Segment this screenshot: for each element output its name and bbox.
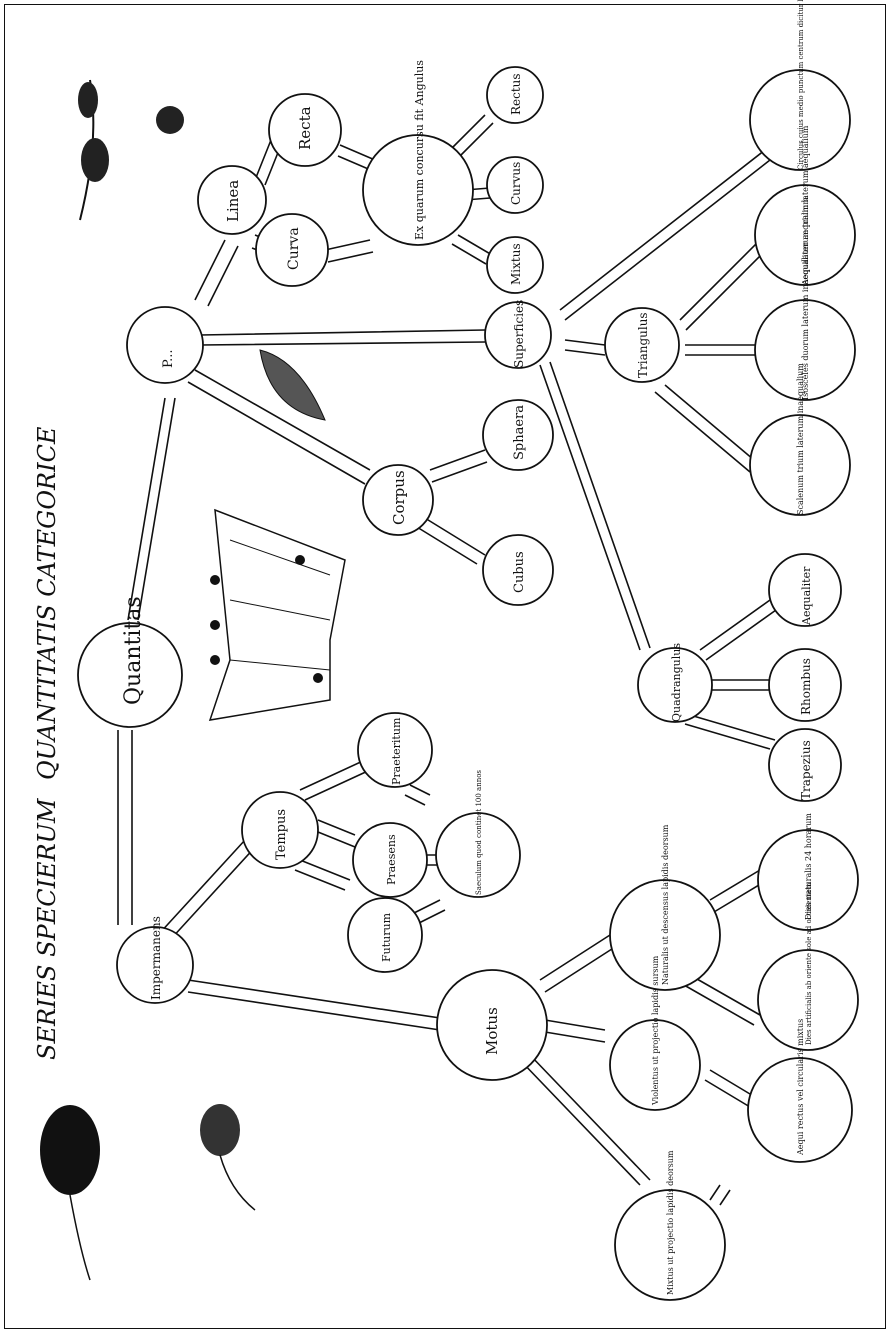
connectors <box>117 114 777 1206</box>
label-rhombus: Rhombus <box>799 658 813 715</box>
label-corpus: Corpus <box>390 470 408 525</box>
node-superficies <box>484 301 552 369</box>
label-aequi: Aequi rectus vel circularis mixtus <box>796 1019 805 1156</box>
crown-icon <box>208 508 346 721</box>
label-praesens: Praesens <box>385 834 398 885</box>
label-impermanens: Impermanens <box>149 916 163 1000</box>
node-dies-naturalis <box>757 829 859 931</box>
label-sphaera: Sphaera <box>512 405 527 460</box>
node-triangulus <box>604 307 680 383</box>
label-permanens: P... <box>161 349 176 368</box>
label-superficies: Superficies <box>512 300 526 368</box>
decorations <box>40 79 346 1281</box>
nodes <box>77 66 859 1301</box>
node-isosceles <box>754 299 856 401</box>
label-isosceles: Isosceles duorum laterum inaequalium aeq… <box>801 197 810 400</box>
node-motus <box>436 969 548 1081</box>
label-linea: Linea <box>224 180 242 222</box>
label-aequaliter: Aequaliter <box>800 566 813 626</box>
node-mixtus-motus <box>614 1189 726 1301</box>
label-curvus: Curvus <box>509 162 523 205</box>
node-corpus <box>362 464 434 536</box>
node-naturalis <box>609 879 721 991</box>
node-rectus <box>486 66 544 124</box>
label-scalenum: Scalenum trium laterum inaequalium <box>796 363 805 515</box>
label-rectus: Rectus <box>509 73 523 115</box>
node-praeteritum <box>357 712 433 788</box>
node-ex-quarum <box>362 134 474 246</box>
node-cubus <box>482 534 554 606</box>
node-quadrangulus <box>637 647 713 723</box>
label-motus: Motus <box>483 1007 501 1055</box>
label-ex-quarum: Ex quarum concursu fit Angulus <box>413 60 426 240</box>
node-saeculum <box>435 812 521 898</box>
label-cubus: Cubus <box>512 551 527 593</box>
node-aequaliter <box>768 553 842 627</box>
node-quantitas <box>77 622 183 728</box>
title-part2: QUANTITATIS CATEGORICE <box>33 426 61 780</box>
node-dies-artificialis <box>757 949 859 1051</box>
node-rhombus <box>768 648 842 722</box>
fan-icon <box>259 349 326 421</box>
node-aequilaterum <box>754 184 856 286</box>
node-permanens <box>126 306 204 384</box>
node-futurum <box>347 897 423 973</box>
labels: Quantitas P... Impermanens Linea Recta C… <box>121 0 813 1295</box>
node-tempus <box>241 791 319 869</box>
label-quantitas: Quantitas <box>121 596 146 705</box>
label-tempus: Tempus <box>274 809 289 860</box>
label-dies-naturalis: Dies naturalis 24 horarum <box>804 813 813 920</box>
node-circulus <box>749 69 851 171</box>
node-praesens <box>352 822 428 898</box>
label-recta: Recta <box>296 106 314 150</box>
node-violentus <box>609 1019 701 1111</box>
label-mixtus-motus: Mixtus ut projectio lapidis deorsum <box>666 1150 675 1295</box>
label-saeculum: Saeculum quod continet 100 annos <box>475 770 483 895</box>
thistle-icon <box>40 1105 100 1195</box>
title-part1: SERIES SPECIERUM <box>33 797 61 1060</box>
label-circulus: Circulus cuius medio punctum centrum dic… <box>797 0 805 170</box>
label-dies-artificialis: Dies artificialis ab oriente sole ad occ… <box>805 882 813 1045</box>
flower-icon <box>156 106 184 134</box>
label-triangulus: Triangulus <box>636 312 650 378</box>
node-curvus <box>486 156 544 214</box>
node-scalenum <box>749 414 851 516</box>
label-quadrangulus: Quadrangulus <box>670 643 683 722</box>
node-recta <box>268 93 342 167</box>
label-mixtus-angulus: Mixtus <box>509 243 523 285</box>
pansy-icon <box>200 1104 240 1156</box>
label-curva: Curva <box>286 227 302 270</box>
node-trapezius <box>768 728 842 802</box>
label-violentus: Violentus ut projectio lapidis sursum <box>651 955 660 1106</box>
node-linea <box>197 165 267 235</box>
label-praeteritum: Praeteritum <box>390 717 403 785</box>
node-aequi <box>747 1057 853 1163</box>
node-sphaera <box>482 399 554 471</box>
node-mixtus-angulus <box>486 236 544 294</box>
node-curva <box>255 213 329 287</box>
node-impermanens <box>116 926 194 1004</box>
label-futurum: Futurum <box>380 912 393 962</box>
label-trapezius: Trapezius <box>799 740 813 800</box>
label-aequilaterum: Aequilaterum trium laterum aequalium <box>801 125 810 286</box>
label-naturalis: Naturalis ut descensus lapidis deorsum <box>661 824 670 985</box>
